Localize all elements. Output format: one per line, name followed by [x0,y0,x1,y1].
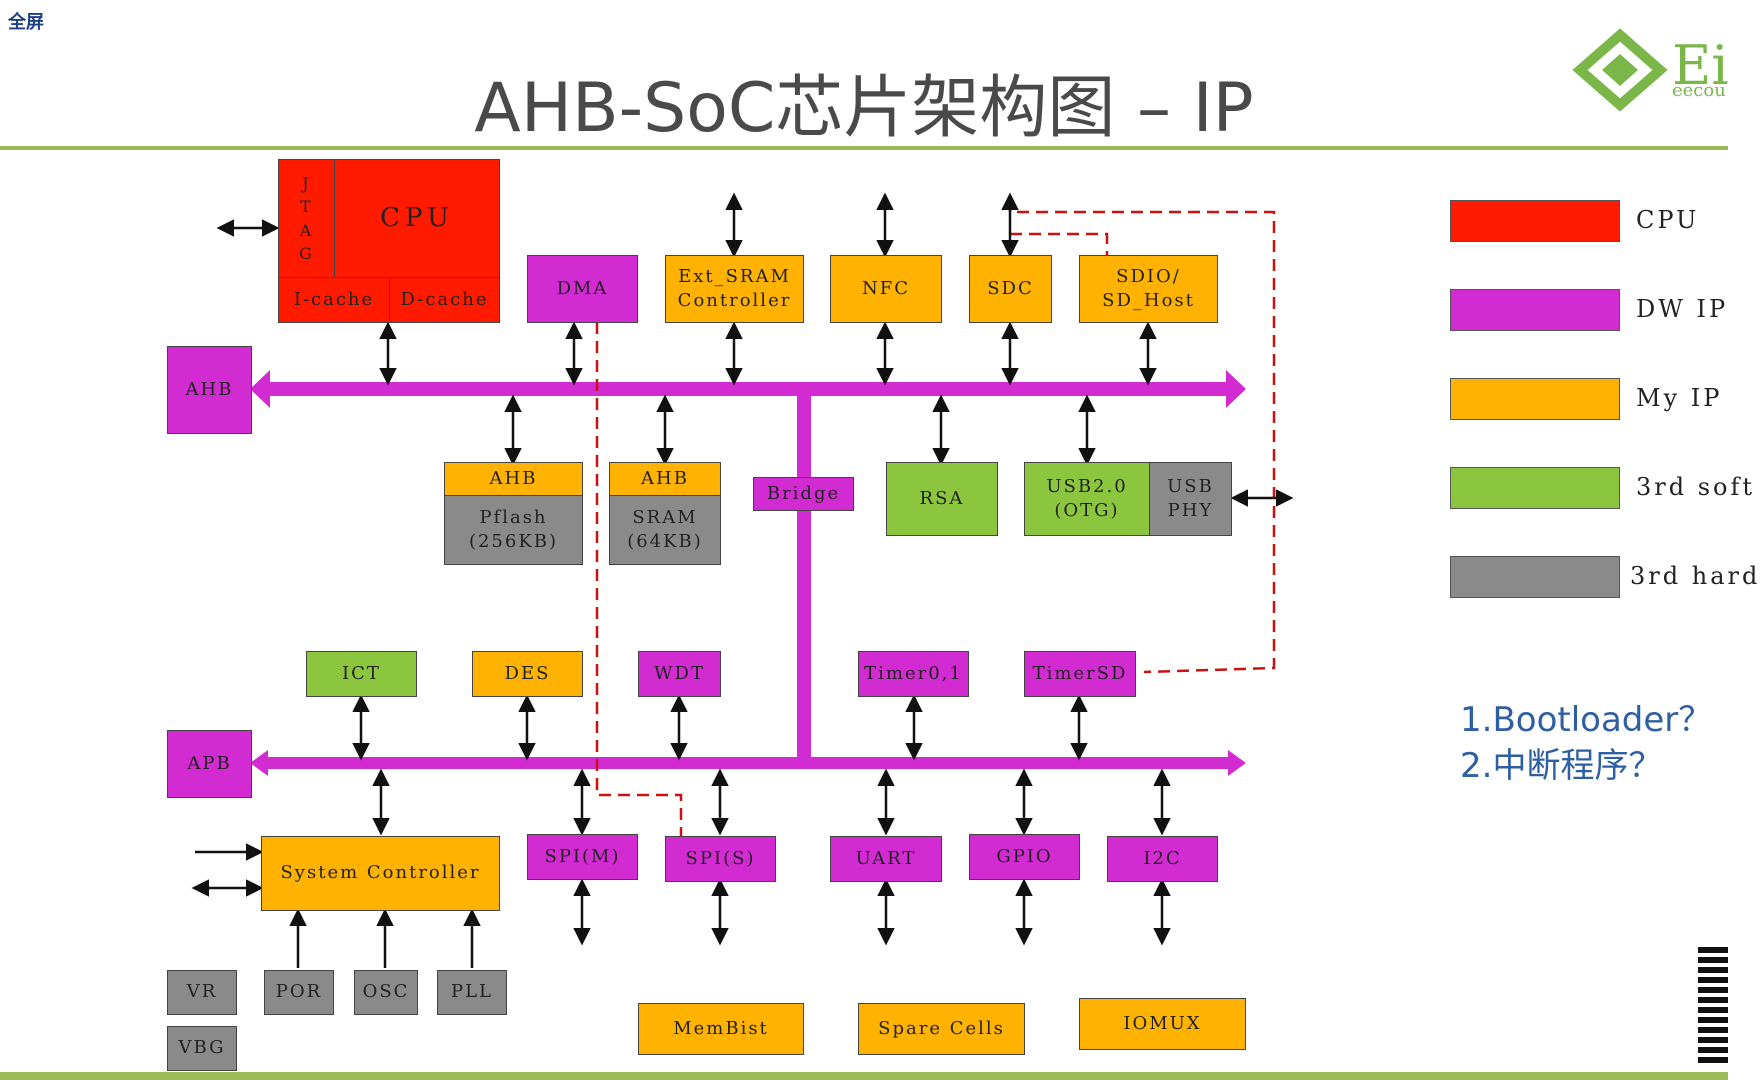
timer01-block: Timer0,1 [858,651,969,697]
pflash-block: Pflash (256KB) [444,495,583,565]
icache-block: I-cache [278,277,390,323]
legend-swatch-dw-ip [1450,289,1620,331]
bridge-link [797,396,811,761]
gpio-block: GPIO [969,834,1080,880]
des-block: DES [472,651,583,697]
spi-slave-block: SPI(S) [665,836,776,882]
legend-label-3rd-soft: 3rd soft [1636,473,1756,501]
dma-block: DMA [527,255,638,323]
note-interrupt: 2.中断程序？ [1460,746,1663,786]
pll-block: PLL [437,970,507,1015]
fullscreen-button[interactable]: 全屏 [8,12,44,33]
sdc-block: SDC [969,255,1052,323]
footer-divider [0,1072,1728,1080]
logo-icon [1572,28,1668,112]
apb-bus-line [250,750,1246,776]
membist-block: MemBist [638,1003,804,1055]
system-controller-block: System Controller [261,836,500,911]
usb-phy-block: USB PHY [1149,462,1232,536]
cpu-block: CPU [334,159,500,278]
ext-sram-controller-block: Ext_SRAM Controller [665,255,804,323]
sdio-block: SDIO/ SD_Host [1079,255,1218,323]
i2c-block: I2C [1107,836,1218,882]
usb-otg-block: USB2.0 (OTG) [1024,462,1150,536]
title-divider [0,146,1728,150]
osc-block: OSC [354,970,418,1015]
ict-block: ICT [306,651,417,697]
logo-subtext: eecou [1672,80,1726,101]
legend-label-3rd-hard: 3rd hard [1630,562,1760,590]
ahb-bus-line [250,370,1246,408]
legend-swatch-my-ip [1450,378,1620,420]
logo-text: Ei [1672,34,1729,97]
timersd-block: TimerSD [1024,651,1136,697]
spi-master-block: SPI(M) [527,834,638,880]
qr-code-icon [1698,945,1728,1063]
note-bootloader: 1.Bootloader？ [1460,700,1713,740]
pflash-ahb-block: AHB [444,462,583,496]
wdt-block: WDT [638,651,721,697]
legend-label-cpu: CPU [1636,206,1700,234]
slide-title: AHB-SoC芯片架构图 – IP [474,69,1254,148]
uart-block: UART [830,836,942,882]
dcache-block: D-cache [389,277,500,323]
sram-ahb-block: AHB [609,462,721,496]
legend-swatch-cpu [1450,200,1620,242]
apb-label-block: APB [167,730,252,798]
jtag-block: J T A G [278,159,335,278]
vr-block: VR [167,970,237,1015]
spare-cells-block: Spare Cells [858,1003,1025,1055]
rsa-block: RSA [886,462,998,536]
legend-swatch-3rd-hard [1450,556,1620,598]
vbg-block: VBG [167,1026,237,1071]
legend-label-my-ip: My IP [1636,384,1723,412]
legend-label-dw-ip: DW IP [1636,295,1729,323]
legend-swatch-3rd-soft [1450,467,1620,509]
nfc-block: NFC [830,255,942,323]
por-block: POR [264,970,334,1015]
iomux-block: IOMUX [1079,998,1246,1050]
bridge-block: Bridge [753,477,854,511]
sram-block: SRAM (64KB) [609,495,721,565]
ahb-label-block: AHB [167,346,252,434]
